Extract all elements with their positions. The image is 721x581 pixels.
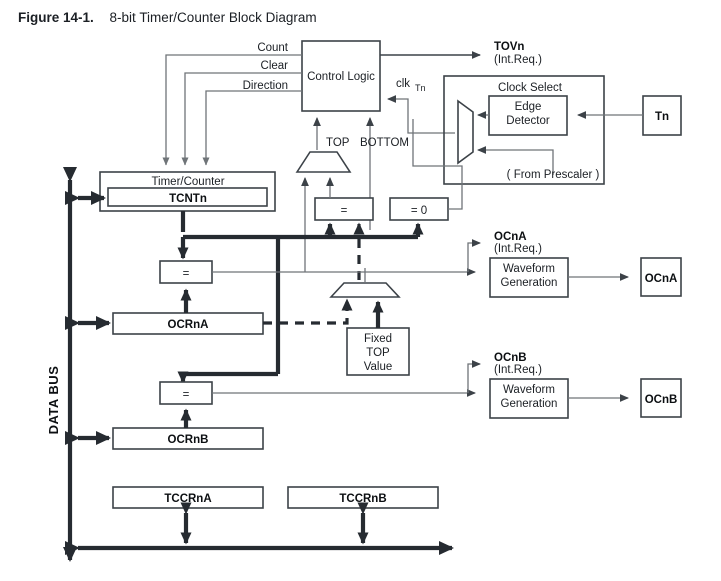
tccrnb-label: TCCRnB <box>339 493 386 505</box>
clear-label: Clear <box>261 60 289 72</box>
eq-zero-feedback-wire <box>412 119 463 210</box>
tcntn-label: TCNTn <box>169 193 207 205</box>
from-prescaler-label: ( From Prescaler ) <box>507 169 600 181</box>
tovn-intreq-label: (Int.Req.) <box>494 54 542 66</box>
top-label: TOP <box>326 137 350 149</box>
waveform-b-label-2: Generation <box>501 398 558 410</box>
ocnb-output-block <box>640 378 682 418</box>
waveform-generation-b-block <box>489 378 569 419</box>
clock-select-label: Clock Select <box>498 82 563 94</box>
direction-wire <box>202 90 302 166</box>
tcntn-bus-to-compare-b <box>177 371 278 384</box>
tccrna-label: TCCRnA <box>164 493 211 505</box>
fixed-top-mux <box>329 282 401 298</box>
ocna-output-label: OCnA <box>645 273 678 285</box>
clock-select-block <box>443 75 605 185</box>
top-mux <box>295 151 352 173</box>
waveform-b-label-1: Waveform <box>503 384 555 396</box>
figure-title: Figure 14-1. 8-bit Timer/Counter Block D… <box>18 10 317 25</box>
edge-detector-label-2: Detector <box>506 115 550 127</box>
compare-b-label: = <box>183 389 190 401</box>
compare-a-label: = <box>183 268 190 280</box>
ocna-output-block <box>640 257 682 297</box>
prescaler-wire <box>477 146 554 175</box>
ocnb-output-label: OCnB <box>645 394 678 406</box>
count-wire <box>162 54 302 166</box>
fixed-top-value-block <box>346 327 410 376</box>
ocrna-label: OCRnA <box>168 319 209 331</box>
edge-detector-block <box>488 95 568 136</box>
waveform-a-label-2: Generation <box>501 277 558 289</box>
compare-equal-top-block <box>314 197 374 221</box>
clock-mux <box>457 99 474 165</box>
ocna-irq-label: OCnA <box>494 231 527 243</box>
tcntn-register <box>107 187 268 207</box>
ocna-irq-sub-label: (Int.Req.) <box>494 243 542 255</box>
clear-wire <box>181 72 302 166</box>
compare-equal-top-label: = <box>341 205 348 217</box>
data-bus-label: DATA BUS <box>46 366 61 435</box>
fixed-top-value-label-1: Fixed <box>364 333 392 345</box>
ocnb-irq-label: OCnB <box>494 352 527 364</box>
ocrnb-label: OCRnB <box>168 434 209 446</box>
control-logic-label: Control Logic <box>307 71 375 83</box>
figure-caption: 8-bit Timer/Counter Block Diagram <box>109 10 317 25</box>
clk-tn-wire <box>387 95 455 134</box>
edge-detector-label-1: Edge <box>515 101 542 113</box>
fixed-top-value-label-3: Value <box>364 361 393 373</box>
direction-label: Direction <box>243 80 288 92</box>
tovn-label: TOVn <box>494 41 524 53</box>
control-logic-block <box>301 40 381 112</box>
waveform-a-label-1: Waveform <box>503 263 555 275</box>
timer-counter-label: Timer/Counter <box>151 176 224 188</box>
clk-label: clk <box>396 78 410 90</box>
tn-label: Tn <box>655 111 669 123</box>
ocnb-interrupt-wire <box>467 360 481 393</box>
clk-subscript-label: Tn <box>415 83 426 93</box>
fixed-top-value-label-2: TOP <box>366 347 390 359</box>
ocrna-dashed-to-top-mux <box>263 298 353 325</box>
ocna-interrupt-wire <box>467 239 481 272</box>
ocnb-irq-sub-label: (Int.Req.) <box>494 364 542 376</box>
count-label: Count <box>257 42 288 54</box>
figure-number: Figure 14-1. <box>18 10 94 25</box>
tn-pin-block <box>642 95 682 136</box>
bottom-label: BOTTOM <box>360 137 409 149</box>
compare-equal-zero-label: = 0 <box>411 205 427 217</box>
